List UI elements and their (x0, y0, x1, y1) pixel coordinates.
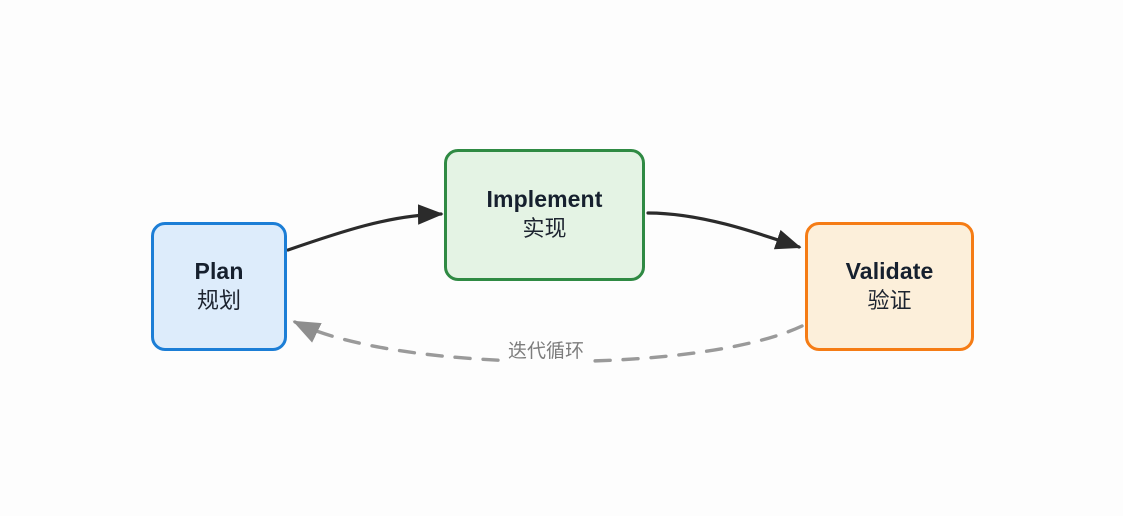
node-plan-title: Plan (194, 257, 244, 284)
node-plan[interactable]: Plan 规划 (151, 222, 287, 351)
node-plan-subtitle: 规划 (196, 287, 241, 313)
node-validate[interactable]: Validate 验证 (805, 222, 974, 351)
edge-plan-to-implement (286, 204, 444, 252)
node-implement-subtitle: 实现 (522, 216, 567, 242)
edge-implement-to-validate (646, 211, 802, 250)
node-validate-subtitle: 验证 (867, 287, 912, 313)
node-implement[interactable]: Implement 实现 (444, 149, 645, 281)
node-validate-title: Validate (845, 257, 934, 284)
edge-label-iteration-loop: 迭代循环 (503, 340, 590, 364)
node-implement-title: Implement (486, 186, 603, 213)
